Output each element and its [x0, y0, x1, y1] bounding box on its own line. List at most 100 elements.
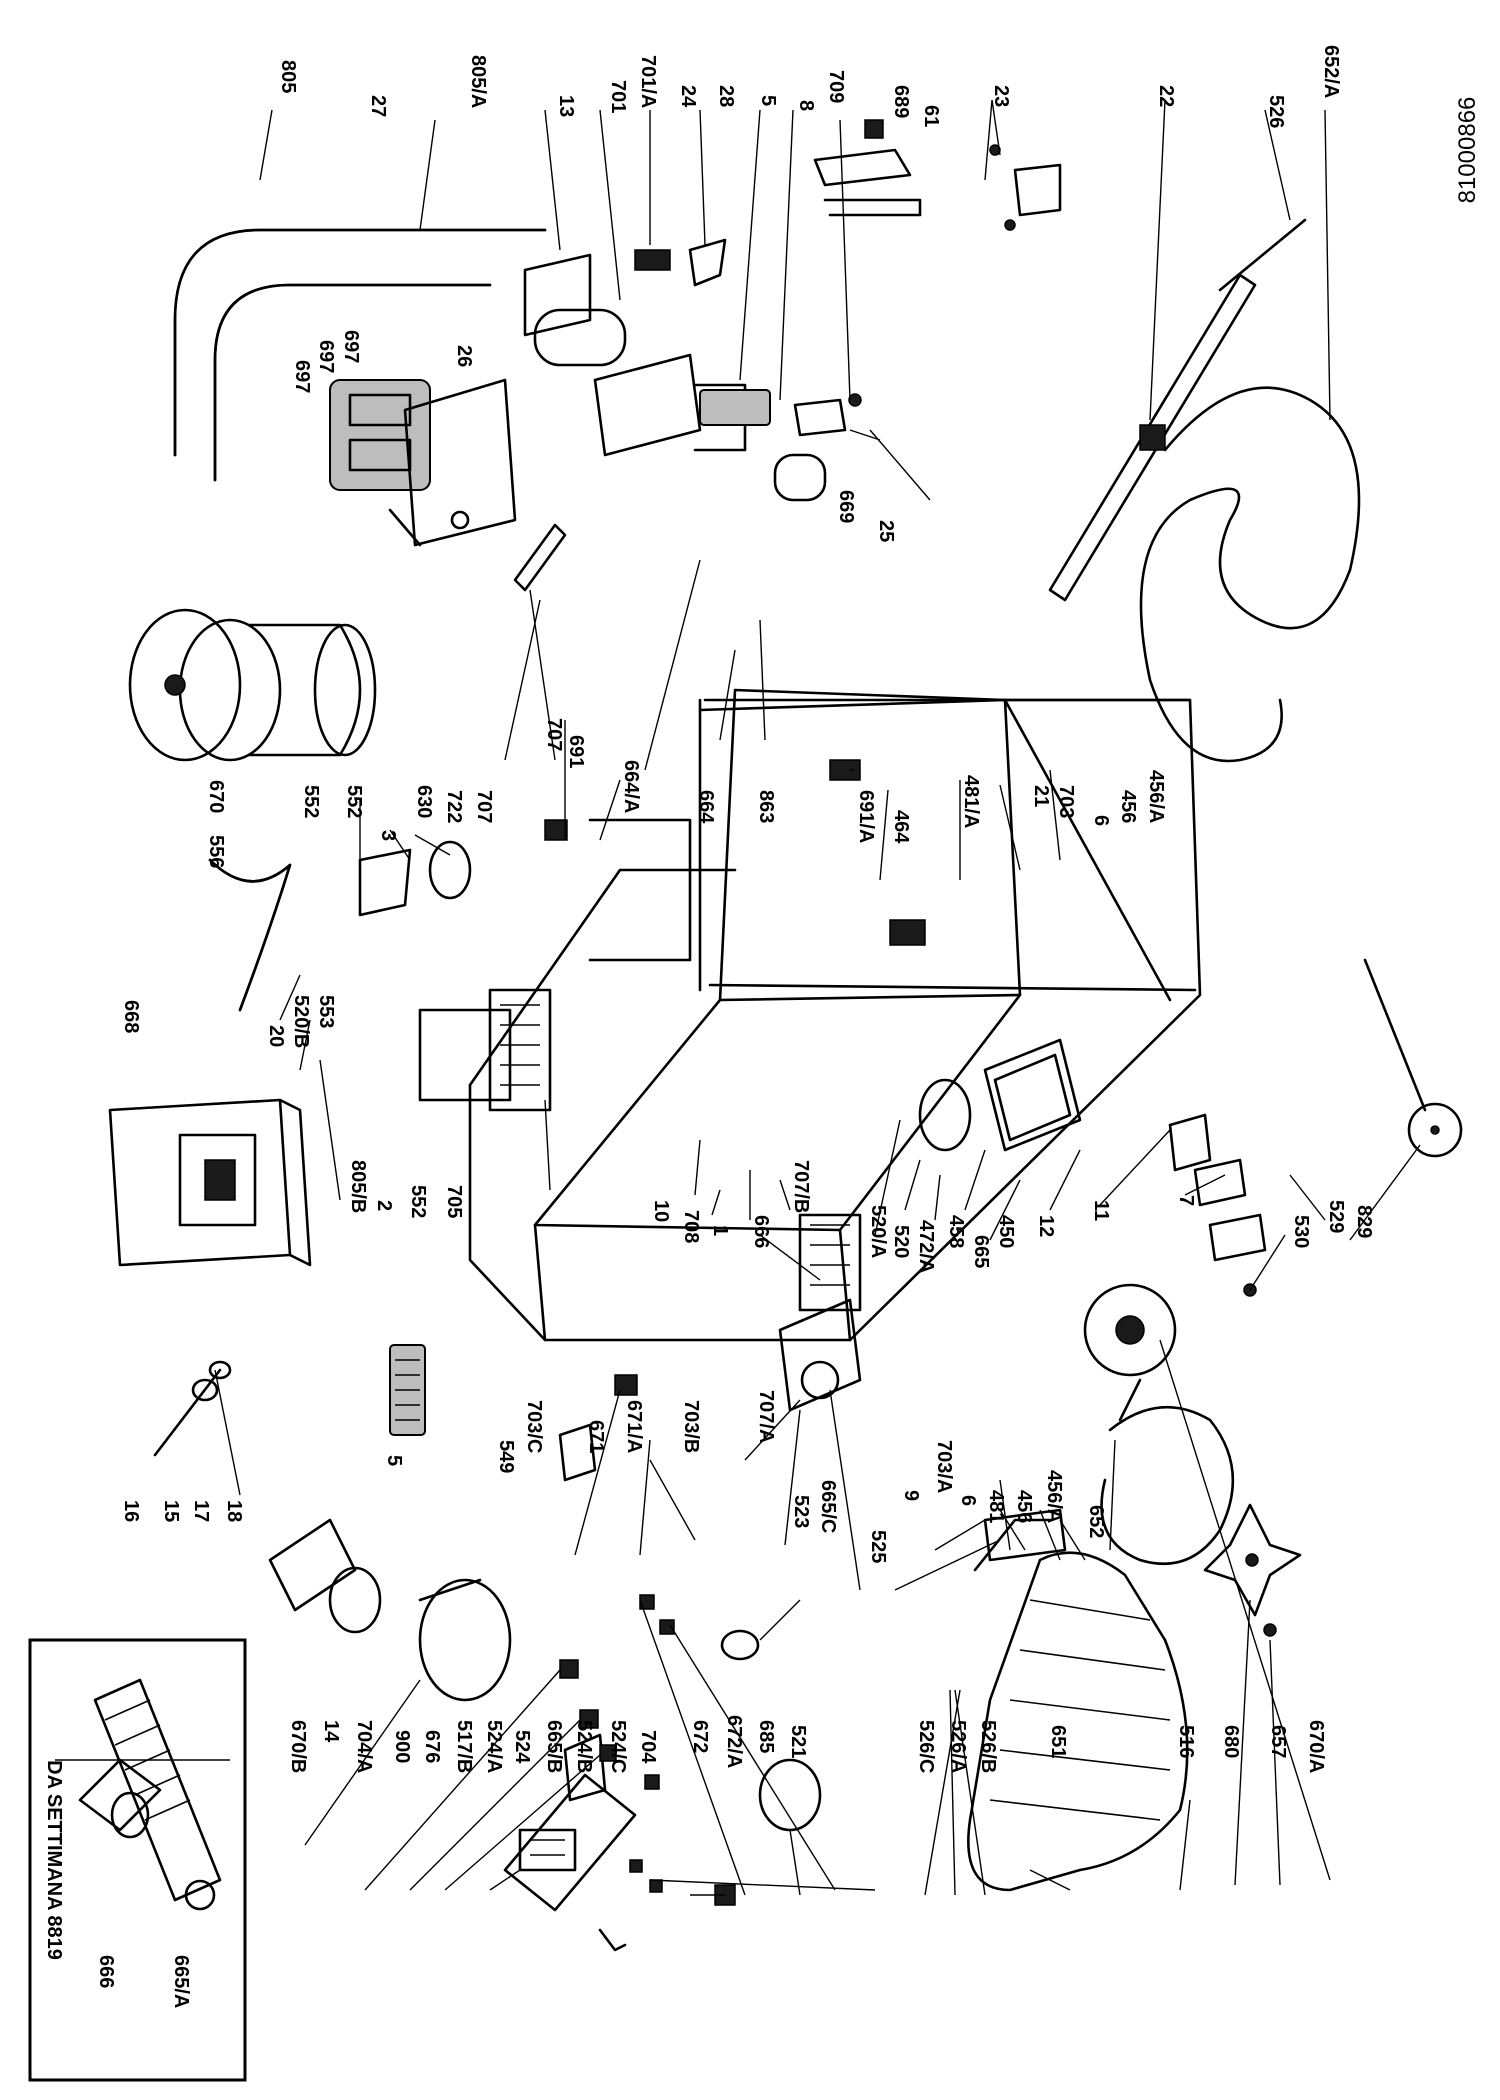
callout-652a: 652/A: [1320, 45, 1342, 98]
callout-704: 704: [637, 1730, 659, 1764]
callout-464: 464: [890, 810, 912, 844]
callout-3: 3: [377, 830, 399, 841]
callout-697b: 697: [315, 340, 337, 373]
callout-722: 722: [443, 790, 465, 823]
capacitor-701: [523, 249, 671, 367]
callout-456atop: 456/A: [1145, 770, 1167, 823]
callout-705: 705: [443, 1185, 465, 1218]
callout-552c: 552: [407, 1185, 429, 1218]
bracket-709: [813, 119, 922, 217]
callout-664a: 664/A: [620, 760, 642, 813]
callout-18: 18: [223, 1500, 245, 1522]
callout-25: 25: [875, 520, 897, 542]
control-panel-668: [108, 1098, 312, 1267]
connectors-524: [559, 1594, 736, 1952]
callout-657: 657: [1267, 1725, 1289, 1758]
callout-23: 23: [990, 85, 1012, 107]
callout-524a: 524/A: [483, 1720, 505, 1773]
callout-26: 26: [453, 345, 475, 367]
grill-element-651: [967, 1508, 1189, 1892]
callout-689: 689: [890, 85, 912, 118]
callout-22: 22: [1155, 85, 1177, 107]
callout-524: 524: [511, 1730, 533, 1764]
spindle-16: [153, 1360, 232, 1457]
callout-707aa: 707/A: [755, 1390, 777, 1443]
heating-element-805: [173, 228, 547, 482]
callout-707bb: 707/B: [790, 1160, 812, 1213]
callout-665: 665: [970, 1235, 992, 1268]
callout-5top: 5: [757, 95, 779, 106]
callout-2: 2: [373, 1200, 395, 1211]
callout-707a: 707: [473, 790, 495, 823]
callout-670: 670: [205, 780, 227, 813]
callout-523: 523: [790, 1495, 812, 1528]
callout-15: 15: [160, 1500, 182, 1522]
callout-671: 671: [585, 1420, 607, 1453]
callout-707b: 707: [543, 718, 565, 751]
callout-680: 680: [1220, 1725, 1242, 1758]
motor-670a: [1083, 1283, 1177, 1377]
callout-671a: 671/A: [623, 1400, 645, 1453]
callout-691a: 691/A: [855, 790, 877, 843]
callout-556: 556: [205, 835, 227, 868]
callout-529: 529: [1325, 1200, 1347, 1233]
callout-668: 668: [120, 1000, 142, 1033]
inset-label-665a: 665/A: [170, 1955, 192, 2008]
callout-11: 11: [1090, 1200, 1112, 1221]
bracket-24-28: [593, 238, 771, 457]
terminal-block-5: [389, 1344, 426, 1436]
callout-481: 481: [985, 1490, 1007, 1523]
fan-motor-670: [128, 608, 377, 762]
thermostat-722: [358, 523, 568, 917]
callout-704a: 704/A: [353, 1720, 375, 1773]
callout-703a: 703/A: [933, 1440, 955, 1493]
callout-524b: 524/B: [573, 1720, 595, 1773]
callout-1: 1: [709, 1225, 731, 1236]
callout-829: 829: [1353, 1205, 1375, 1238]
callout-21: 21: [1030, 785, 1052, 807]
inset-title: DA SETTIMANA 8819: [43, 1760, 65, 1960]
callout-12: 12: [1035, 1215, 1057, 1237]
callout-697c: 697: [340, 330, 362, 363]
callout-526: 526: [1265, 95, 1287, 128]
callout-651: 651: [1047, 1725, 1069, 1758]
callout-709: 709: [825, 70, 847, 103]
callout-28: 28: [715, 85, 737, 107]
callout-552a: 552: [300, 785, 322, 818]
callout-805b: 805/B: [347, 1160, 369, 1213]
callout-521: 521: [787, 1725, 809, 1758]
callout-20: 20: [265, 1025, 287, 1047]
callout-701: 701: [607, 80, 629, 113]
callout-458: 458: [945, 1215, 967, 1248]
part-669: [773, 393, 862, 502]
rail-22: [1048, 218, 1307, 602]
timer-665c: [778, 1213, 862, 1412]
callout-520: 520: [890, 1225, 912, 1258]
callout-669: 669: [835, 490, 857, 523]
inset-box: [28, 1638, 247, 2082]
callout-8: 8: [795, 100, 817, 111]
callout-456abot: 456/A: [1043, 1470, 1065, 1523]
callout-552b: 552: [343, 785, 365, 818]
callout-703c: 703/C: [523, 1400, 545, 1453]
callout-526c: 526/C: [915, 1720, 937, 1773]
motor-670b: [268, 1518, 512, 1702]
callout-520a: 520/A: [867, 1205, 889, 1258]
drawing-code: 81000866: [1454, 97, 1481, 204]
callout-530: 530: [1290, 1215, 1312, 1248]
duct-556: [208, 858, 292, 1012]
callout-6top: 6: [1090, 815, 1112, 826]
callout-7: 7: [1175, 1195, 1197, 1206]
callout-450: 450: [995, 1215, 1017, 1248]
oven-cabinet: [468, 688, 1202, 1342]
callout-27: 27: [367, 95, 389, 117]
round-element-652: [1100, 1378, 1235, 1565]
callout-24: 24: [677, 85, 699, 108]
callout-672: 672: [689, 1720, 711, 1753]
callout-863: 863: [755, 790, 777, 823]
callout-805a: 805/A: [467, 55, 489, 108]
callout-670b: 670/B: [287, 1720, 309, 1773]
fan-blade-680: [1203, 1503, 1302, 1637]
switch-block-697: [329, 379, 431, 491]
